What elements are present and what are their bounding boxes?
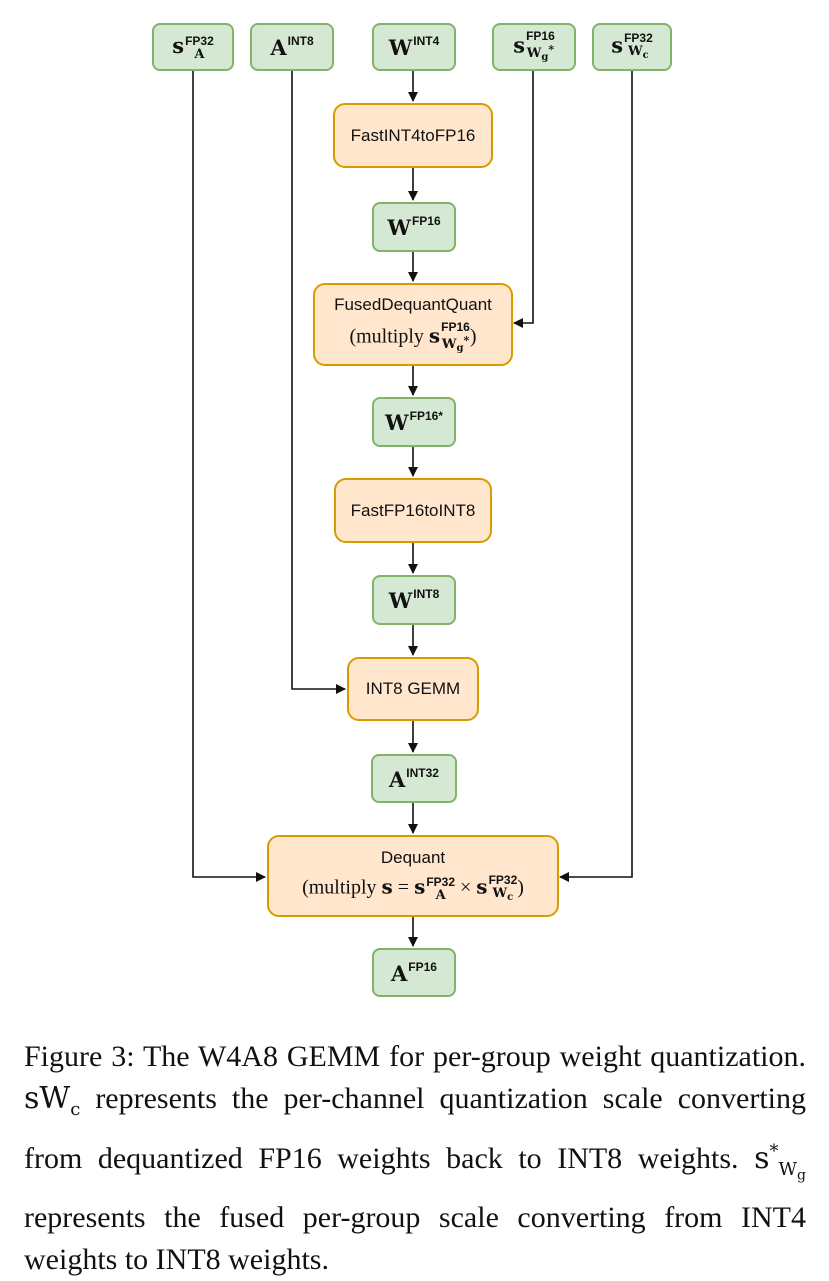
- fast-int4-to-fp16-label: FastINT4toFP16: [350, 125, 476, 145]
- s-wg-sub: W: [526, 46, 542, 61]
- s-wc-subsub: c: [642, 50, 649, 61]
- tensor-w-fp16: WFP16: [372, 202, 456, 252]
- tensor-a-fp16: AFP16: [372, 948, 456, 997]
- dequant-label: Dequant: [380, 848, 446, 867]
- fast-fp16-to-int8-label: FastFP16toINT8: [350, 500, 476, 520]
- op-int8-gemm: INT8 GEMM: [347, 657, 479, 721]
- caption-part2: represents the per-channel quantization …: [24, 1082, 806, 1175]
- caption-part3: represents the fused per-group scale con…: [24, 1200, 806, 1276]
- op-fast-int4-to-fp16: FastINT4toFP16: [333, 103, 493, 168]
- w-fp16-star-sup: FP16*: [409, 409, 443, 423]
- a-fp16-sup: FP16: [408, 959, 437, 974]
- a-int8-sup: INT8: [287, 34, 314, 48]
- w-int8-base: W: [388, 588, 413, 613]
- w-fp16-base: W: [387, 215, 411, 240]
- w-int8-sup: INT8: [413, 587, 440, 601]
- s-wc-sup: FP32: [624, 31, 653, 45]
- figure-caption: Figure 3: The W4A8 GEMM for per-group we…: [24, 1036, 806, 1281]
- caption-lead: Figure 3: The W4A8 GEMM for per-group we…: [24, 1040, 806, 1073]
- s-a-base: s: [172, 33, 185, 59]
- arrow-s-wc-to-dequant: [559, 71, 633, 882]
- op-fast-fp16-to-int8: FastFP16toINT8: [334, 478, 492, 543]
- w-fp16-star-base: W: [385, 410, 409, 435]
- connector-wires: [192, 71, 633, 947]
- a-int8-base: A: [270, 35, 287, 60]
- arrow-s-a-to-dequant: [192, 71, 266, 882]
- a-int32-base: A: [389, 766, 406, 792]
- w-int4-base: W: [388, 35, 413, 60]
- tensor-w-int8: WINT8: [372, 575, 456, 625]
- input-w-int4: WINT4: [372, 23, 456, 71]
- s-a-sub: A: [194, 46, 205, 62]
- arrow-s-wg-to-fused: [513, 71, 534, 328]
- s-wg-star: *: [548, 43, 555, 56]
- s-wg-base: s: [513, 32, 526, 58]
- arrow-a-int8-to-gemm: [291, 71, 346, 694]
- s-wc-base: s: [611, 32, 624, 58]
- s-wc-sub: W: [628, 44, 643, 59]
- tensor-w-fp16-star: WFP16*: [372, 397, 456, 447]
- input-a-int8: AINT8: [250, 23, 334, 71]
- fused-dequant-quant-label: FusedDequantQuant: [334, 294, 492, 314]
- a-int32-sup: INT32: [406, 765, 439, 780]
- w-fp16-sup: FP16: [411, 214, 441, 228]
- tensor-a-int32: AINT32: [371, 754, 457, 803]
- int8-gemm-label: INT8 GEMM: [365, 679, 461, 698]
- s-a-sup: FP32: [185, 33, 214, 48]
- caption-symbol-swc: sWc: [24, 1081, 81, 1120]
- s-wg-subsub: g: [541, 52, 549, 63]
- s-wg-sup: FP16: [526, 29, 555, 43]
- w-int4-sup: INT4: [413, 34, 440, 48]
- caption-symbol-swg: s*Wg: [754, 1141, 807, 1184]
- a-fp16-base: A: [391, 960, 408, 986]
